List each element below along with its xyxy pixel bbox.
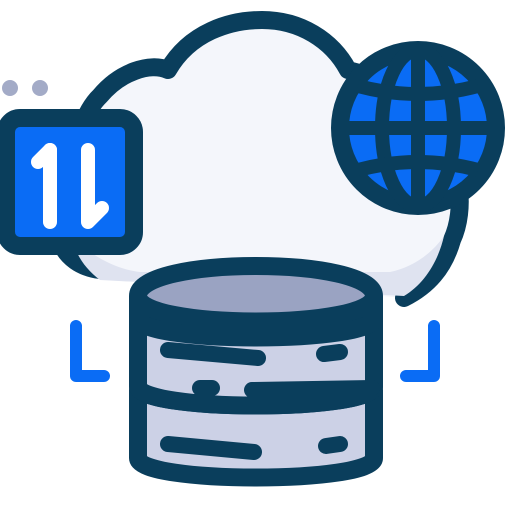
decorative-dots [2,80,48,96]
database-icon [128,257,384,487]
globe-icon [331,41,505,215]
transfer-arrows-icon [0,109,143,255]
side-brackets [70,320,440,382]
